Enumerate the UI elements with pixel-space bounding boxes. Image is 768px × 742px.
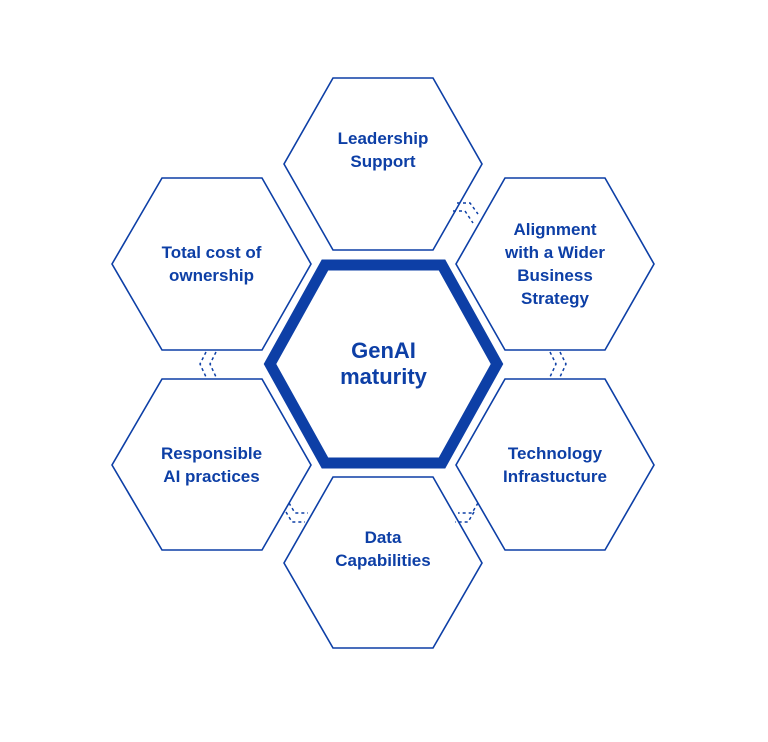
pillar-alignment: Alignment with a Wider Business Strategy [456, 178, 654, 350]
hexagon-center [263, 259, 504, 469]
connector-leadership-alignment [453, 202, 479, 224]
pillar-data: Data Capabilities [284, 463, 482, 635]
connector-responsible-tco [199, 351, 217, 378]
pillar-alignment-line-1: Alignment [513, 220, 597, 239]
pillar-tco: Total cost of ownership [112, 178, 311, 350]
pillar-alignment-line-3: Business [517, 266, 593, 285]
hexagon-technology [455, 378, 655, 551]
pillar-tco-line-1: Total cost of [161, 243, 262, 262]
pillar-responsible: Responsible AI practices [112, 379, 311, 551]
pillar-technology: Technology Infrastucture [456, 379, 654, 551]
pillar-leadership: Leadership Support [284, 64, 482, 236]
connector-alignment-technology [549, 351, 567, 378]
center-label-line-1: GenAI [351, 338, 416, 363]
hexagon-data [283, 476, 483, 649]
connector-data-responsible [285, 502, 308, 523]
pillar-responsible-line-2: AI practices [163, 467, 260, 486]
pillar-data-line-2: Capabilities [335, 551, 431, 570]
pillar-alignment-line-4: Strategy [520, 289, 590, 308]
hexagon-leadership [283, 77, 483, 251]
pillar-technology-line-2: Infrastucture [503, 467, 607, 486]
hexagon-tco [111, 177, 312, 351]
hexagon-responsible [111, 378, 312, 551]
hexagon-alignment [455, 177, 655, 351]
pillar-leadership-line-1: Leadership [337, 129, 429, 148]
pillar-leadership-line-2: Support [350, 152, 416, 171]
center-label-line-2: maturity [340, 364, 427, 389]
pillar-responsible-line-1: Responsible [160, 444, 263, 463]
pillar-alignment-line-2: with a Wider [505, 243, 605, 262]
pillar-tco-line-2: ownership [168, 266, 254, 285]
center-label: GenAI maturity [270, 265, 497, 463]
connector-technology-data [455, 502, 479, 523]
pillar-technology-line-1: Technology [507, 444, 603, 463]
pillar-data-line-1: Data [364, 528, 402, 547]
